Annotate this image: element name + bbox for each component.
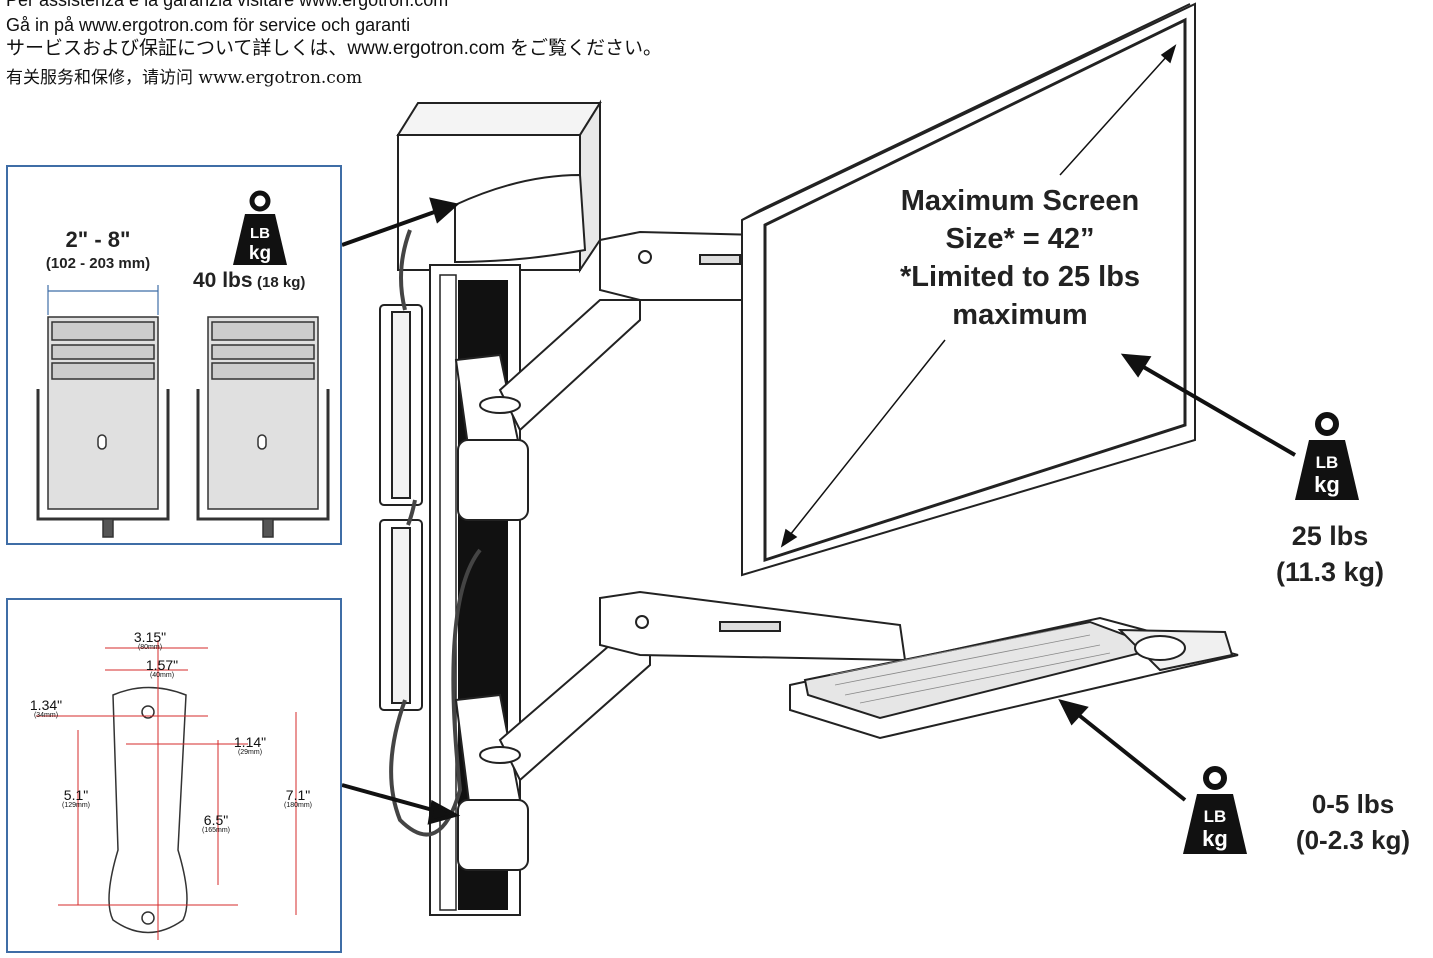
dim-metric: (34mm): [33, 712, 59, 719]
weight-icon: LB kg: [1295, 408, 1359, 503]
dim-value: 3.15": [133, 629, 167, 645]
lower-arm: [454, 590, 907, 871]
weight-icon: LB kg: [233, 187, 287, 267]
monitor-weight-metric: (11.3 kg): [1275, 557, 1385, 587]
max-screen-line2: Size* = 42”: [945, 223, 1095, 255]
monitor-weight-label: 25 lbs (11.3 kg): [1270, 518, 1390, 590]
cpu-size-panel: 2" - 8" (102 - 203 mm) LB kg 40 lbs (18 …: [6, 165, 342, 545]
dim-value: 1.57": [145, 657, 179, 673]
service-line-italian: Per assistenza e la garanzia visitare ww…: [6, 0, 449, 10]
dim-1-14: 1.14"(29mm): [220, 735, 280, 757]
cable-channels: [379, 304, 423, 711]
dim-value: 1.34": [29, 697, 63, 713]
keyboard-weight: 0-5 lbs: [1311, 789, 1395, 819]
service-line-japanese: サービスおよび保証について詳しくは、www.ergotron.com をご覧くだ…: [6, 38, 663, 59]
dim-value: 1.14": [233, 734, 267, 750]
keyboard-tray: [789, 616, 1239, 740]
monitor: [741, 2, 1196, 577]
dim-value: 6.5": [203, 812, 229, 828]
monitor-weight: 25 lbs: [1291, 521, 1369, 551]
bracket-dimension-panel: 3.15"(80mm) 1.57"(40mm) 1.34"(34mm) 1.14…: [6, 598, 342, 953]
cpu-weight-label: 40 lbs (18 kg): [193, 269, 343, 293]
max-screen-line1: Maximum Screen: [900, 185, 1140, 217]
dim-1-34: 1.34"(34mm): [16, 698, 76, 720]
weight-icon-lb: LB: [1316, 453, 1339, 472]
screen-diagonal-arrows: [780, 44, 1177, 548]
dim-7-1: 7.1"(180mm): [268, 788, 328, 810]
weight-icon-kg: kg: [1314, 472, 1340, 497]
weight-icon-kg: kg: [1202, 826, 1228, 851]
cpu-holder-drawings: [36, 285, 330, 538]
max-screen-size-label: Maximum Screen Size* = 42” *Limited to 2…: [880, 182, 1160, 334]
limit-line2: maximum: [952, 299, 1088, 331]
dim-metric: (129mm): [61, 802, 90, 809]
cpu-width-range-mm: (102 - 203 mm): [45, 255, 151, 272]
keyboard-weight-label: 0-5 lbs (0-2.3 kg): [1278, 786, 1428, 858]
dim-3-15: 3.15"(80mm): [120, 630, 180, 652]
weight-icon: LB kg: [1183, 762, 1247, 857]
limit-line1: *Limited to 25 lbs: [899, 261, 1141, 293]
dim-1-57: 1.57"(40mm): [132, 658, 192, 680]
dim-metric: (180mm): [283, 802, 312, 809]
keyboard-weight-metric: (0-2.3 kg): [1295, 825, 1411, 855]
bracket-drawing: [36, 640, 297, 940]
dim-value: 5.1": [63, 787, 89, 803]
dim-metric: (29mm): [237, 749, 263, 756]
weight-icon-kg: kg: [249, 243, 271, 264]
service-line-swedish: Gå in på www.ergotron.com för service oc…: [6, 15, 411, 35]
dim-value: 7.1": [285, 787, 311, 803]
service-line-chinese: 有关服务和保修，请访问 www.ergotron.com: [6, 68, 363, 88]
weight-icon-lb: LB: [250, 225, 270, 242]
cpu-weight: 40 lbs: [193, 269, 253, 292]
dim-5-1: 5.1"(129mm): [46, 788, 106, 810]
cpu-weight-metric: (18 kg): [257, 274, 306, 291]
cable: [389, 229, 482, 837]
pointer-arrows: [341, 197, 1297, 825]
keyboard-keys: [829, 624, 1111, 704]
weight-icon-lb: LB: [1204, 807, 1227, 826]
dim-metric: (165mm): [201, 827, 230, 834]
cpu-width-range: 2" - 8": [65, 227, 131, 252]
dim-6-5: 6.5"(165mm): [186, 813, 246, 835]
dim-metric: (40mm): [149, 672, 175, 679]
upper-arm: [454, 230, 761, 521]
cpu-holder: [396, 99, 602, 274]
dim-metric: (80mm): [137, 644, 163, 651]
